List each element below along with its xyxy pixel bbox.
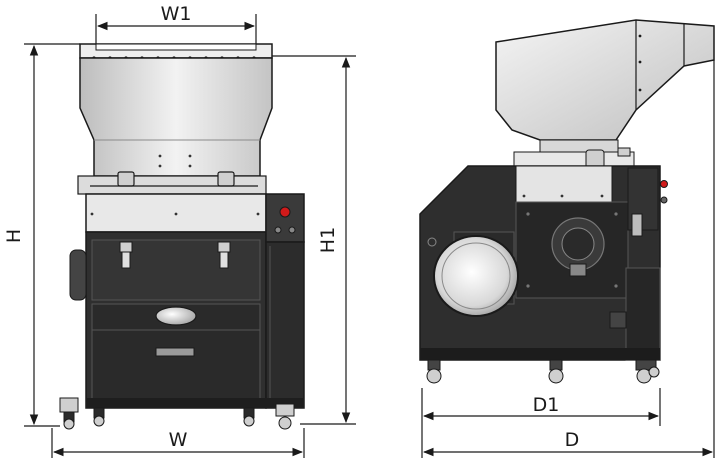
front-casters	[59, 397, 295, 430]
side-cabinet	[265, 241, 305, 409]
front-lock-knobs	[119, 241, 231, 269]
side-motor-face	[433, 235, 519, 317]
dimension-label-h: H	[3, 229, 25, 243]
emergency-stop-button	[279, 206, 291, 218]
side-dimension-lines	[421, 60, 715, 458]
side-hopper-neck	[539, 139, 619, 153]
dimension-label-w1: W1	[161, 3, 192, 25]
dimension-label-h1: H1	[317, 227, 339, 253]
hopper-body	[79, 57, 273, 177]
side-hopper	[495, 19, 715, 141]
dimension-label-d: D	[565, 429, 580, 451]
dimension-label-d1: D1	[533, 394, 560, 416]
side-clamp-bar	[513, 151, 635, 167]
side-cabinet-lower	[625, 267, 661, 361]
front-dimension-lines	[24, 14, 356, 458]
front-drawer-handle	[155, 347, 195, 357]
hopper-top-strip	[95, 43, 257, 51]
side-view: D1 D	[419, 19, 715, 458]
top-clamps	[77, 171, 267, 195]
dimension-label-w: W	[169, 429, 188, 451]
front-sight-window	[155, 306, 197, 326]
control-box	[265, 193, 305, 243]
hopper-screws	[158, 154, 192, 168]
front-motor-stub	[69, 249, 87, 301]
side-casters	[426, 359, 660, 384]
front-view: W1 W H H1	[3, 3, 356, 458]
front-upper-panel	[91, 239, 261, 301]
side-steel-band	[515, 165, 613, 203]
side-base-rail	[420, 348, 660, 360]
front-base	[86, 398, 304, 408]
